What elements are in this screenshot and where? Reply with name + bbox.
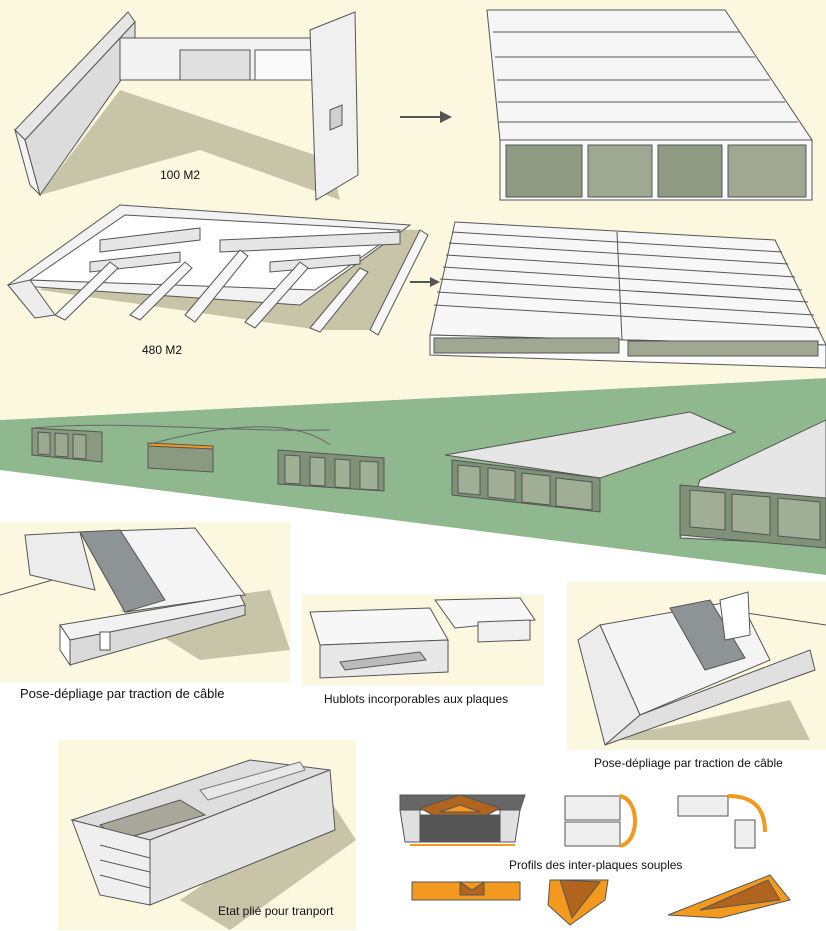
label-cable-unfold-left: Pose-dépliage par traction de câble xyxy=(20,686,225,701)
u-frame-100m2 xyxy=(14,11,359,201)
label-portholes: Hublots incorporables aux plaques xyxy=(324,692,509,706)
profile-angle-joint xyxy=(677,794,767,849)
profile-bottom-row xyxy=(411,874,791,926)
deck-480m2 xyxy=(429,221,826,369)
cream-wedge xyxy=(0,368,826,420)
enclosed-module-100m2 xyxy=(486,9,813,201)
cable-unfold-left-model xyxy=(0,527,290,667)
cable-unfold-right-model xyxy=(577,591,826,746)
label-100m2: 100 M2 xyxy=(160,168,201,182)
profile-flat-joint xyxy=(564,794,637,848)
label-cable-unfold-right: Pose-dépliage par traction de câble xyxy=(594,756,783,770)
folded-transport-model xyxy=(70,759,356,930)
label-flexible-profiles: Profils des inter-plaques souples xyxy=(509,858,683,872)
arrow-right-icon xyxy=(410,277,440,287)
arrow-right-icon xyxy=(400,111,452,123)
unfolding-sequence xyxy=(31,411,826,549)
frame-480m2 xyxy=(6,204,429,336)
label-folded-transport: Etat plié pour tranport xyxy=(218,904,334,918)
portholes-model xyxy=(309,597,536,679)
label-480m2: 480 M2 xyxy=(142,343,183,357)
profile-cross-section xyxy=(399,794,526,846)
